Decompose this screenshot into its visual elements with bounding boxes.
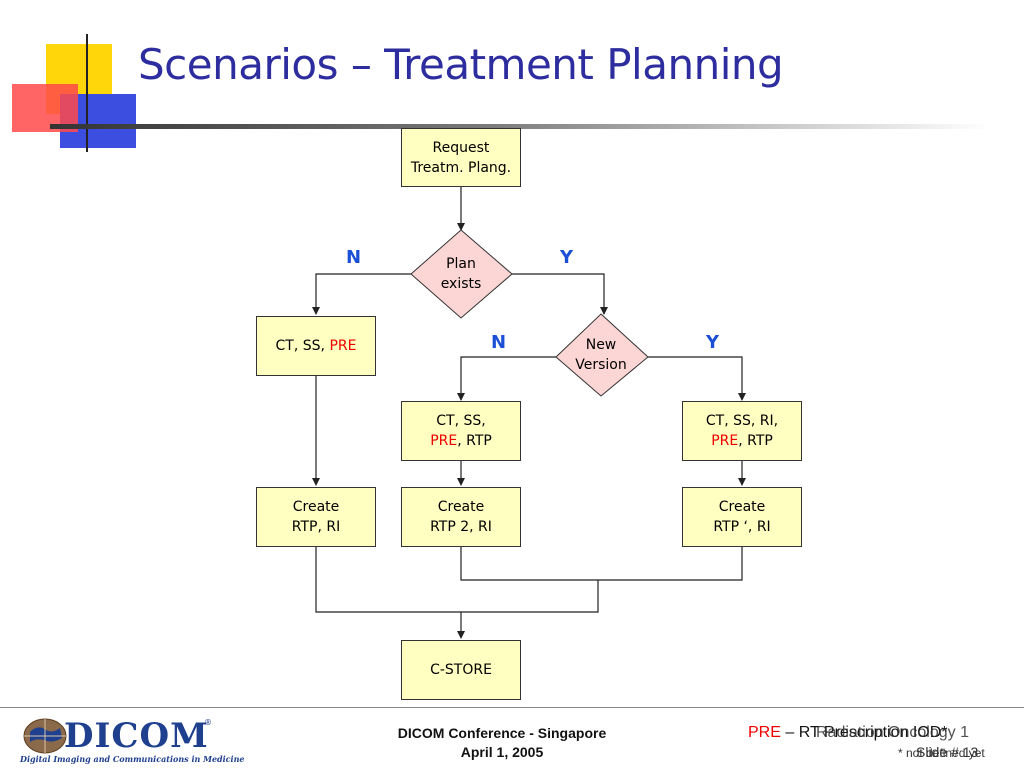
title-underline	[50, 124, 990, 129]
new-version-no-label: N	[491, 332, 507, 353]
pre-highlight: PRE	[329, 338, 357, 354]
connector-merge-left	[315, 547, 599, 613]
registered-mark: ®	[204, 718, 212, 727]
connector-plan-yes	[512, 273, 608, 315]
plan-exists-yes-label: Y	[560, 247, 574, 268]
legend-abbr: PRE	[748, 724, 781, 741]
footnote: * not defined yet	[898, 746, 985, 760]
dicom-logo: DICOM ® Digital Imaging and Communicatio…	[18, 716, 244, 766]
footer-conference: DICOM Conference - Singapore April 1, 20…	[352, 724, 652, 762]
connector-version-yes	[648, 356, 746, 401]
mid-data-box: CT, SS, PRE, RTP	[401, 401, 521, 461]
request-line1: Request	[432, 139, 490, 156]
create-mid-box: Create RTP 2, RI	[401, 487, 521, 547]
footer-notes: * not defined yet Slide # 13	[898, 744, 985, 760]
logo-tagline: Digital Imaging and Communications in Me…	[20, 754, 245, 764]
conference-name: DICOM Conference - Singapore	[397, 725, 607, 741]
globe-icon	[23, 718, 67, 754]
logo-wordmark: DICOM	[64, 716, 209, 756]
section-label: Radiation Oncology 1	[816, 724, 969, 741]
plan-exists-label: Plan exists	[440, 256, 482, 292]
connector-version-no	[457, 356, 556, 401]
request-box: Request Treatm. Plang.	[401, 128, 521, 187]
c-store-box: C-STORE	[401, 640, 521, 700]
footer-divider	[0, 707, 1024, 708]
slide-title: Scenarios – Treatment Planning	[138, 40, 784, 89]
conference-date: April 1, 2005	[460, 744, 544, 760]
slide-number: Slide # 13	[916, 744, 979, 760]
deco-vertical-line	[86, 34, 88, 152]
decision-new-version-shape	[555, 313, 649, 397]
left-data-box: CT, SS, PRE	[256, 316, 376, 376]
pre-highlight: PRE	[430, 433, 458, 449]
create-right-box: Create RTP ‘, RI	[682, 487, 802, 547]
request-line2: Treatm. Plang.	[410, 159, 512, 176]
legend-line: PRE – RT Prescription IOD*	[748, 724, 947, 742]
new-version-yes-label: Y	[706, 332, 720, 353]
right-data-box: CT, SS, RI, PRE, RTP	[682, 401, 802, 461]
plan-exists-no-label: N	[346, 247, 362, 268]
connector-plan-no	[312, 273, 411, 315]
new-version-label: New Version	[575, 337, 627, 373]
pre-highlight: PRE	[711, 433, 739, 449]
connector-merge-right	[460, 547, 743, 581]
create-left-box: Create RTP, RI	[256, 487, 376, 547]
decision-plan-exists-shape	[410, 229, 513, 319]
legend-text: – RT Prescription IOD*	[780, 724, 948, 741]
